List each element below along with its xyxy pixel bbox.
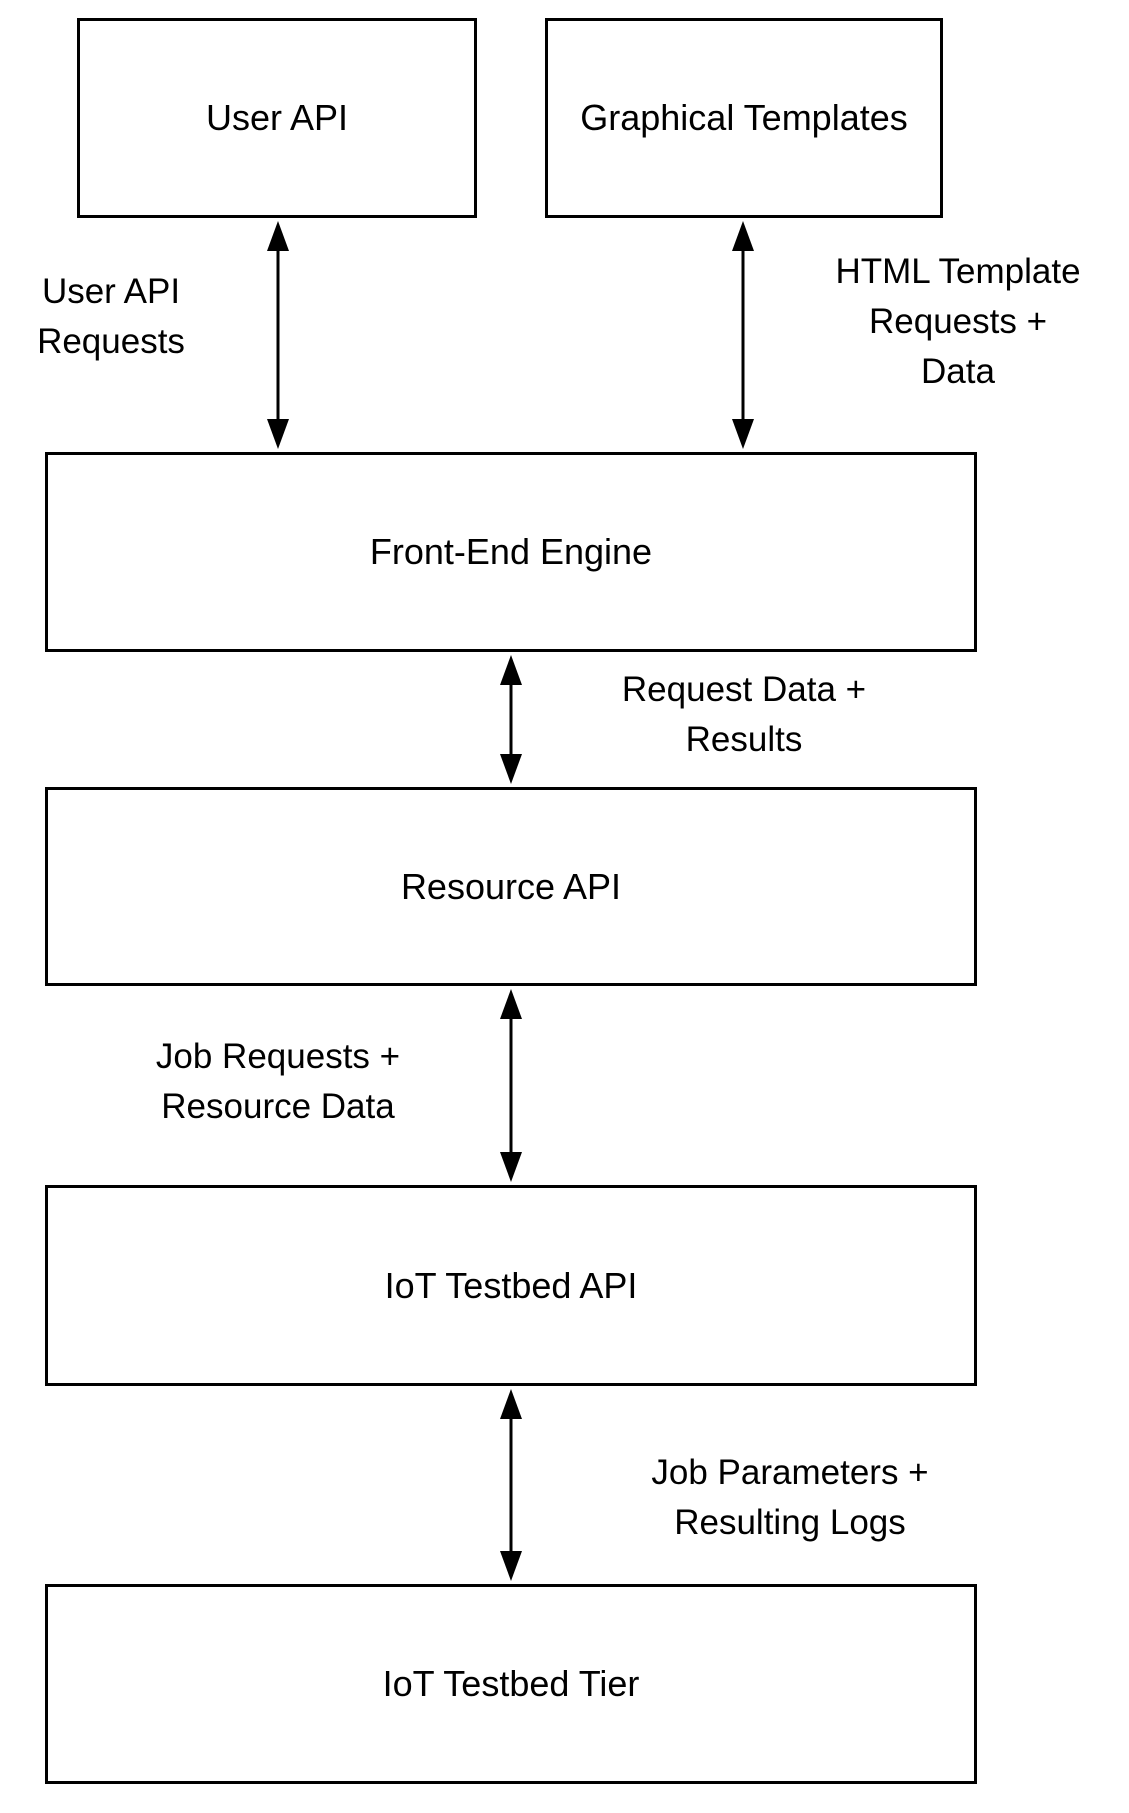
arrow-resource-api-iot-testbed-api [500,989,522,1182]
node-resource-api-label: Resource API [400,865,622,907]
edge-label-job-requests-resource-data: Job Requests + Resource Data [155,1037,401,1126]
edge-label-html-template-requests-data: HTML Template Requests + Data [835,252,1081,391]
edge-label-user-api-requests: User API Requests [37,272,185,361]
node-resource-api: Resource API [45,787,977,986]
node-iot-testbed-tier-label: IoT Testbed Tier [382,1663,640,1705]
edge-label-job-parameters-resulting-logs: Job Parameters + Resulting Logs [651,1453,929,1542]
node-user-api-label: User API [205,97,349,139]
arrow-front-end-engine-resource-api [500,655,522,784]
arrow-iot-testbed-api-iot-testbed-tier [500,1389,522,1581]
node-graphical-templates-label: Graphical Templates [580,97,908,139]
node-iot-testbed-tier: IoT Testbed Tier [45,1584,977,1784]
node-front-end-engine-label: Front-End Engine [369,531,653,573]
node-front-end-engine: Front-End Engine [45,452,977,652]
node-graphical-templates: Graphical Templates [545,18,943,218]
arrow-user-api-front-end-engine [267,221,289,449]
node-iot-testbed-api-label: IoT Testbed API [384,1264,638,1306]
arrow-graphical-templates-front-end-engine [732,221,754,449]
node-iot-testbed-api: IoT Testbed API [45,1185,977,1386]
edge-label-request-data-results: Request Data + Results [621,670,867,759]
node-user-api: User API [77,18,477,218]
